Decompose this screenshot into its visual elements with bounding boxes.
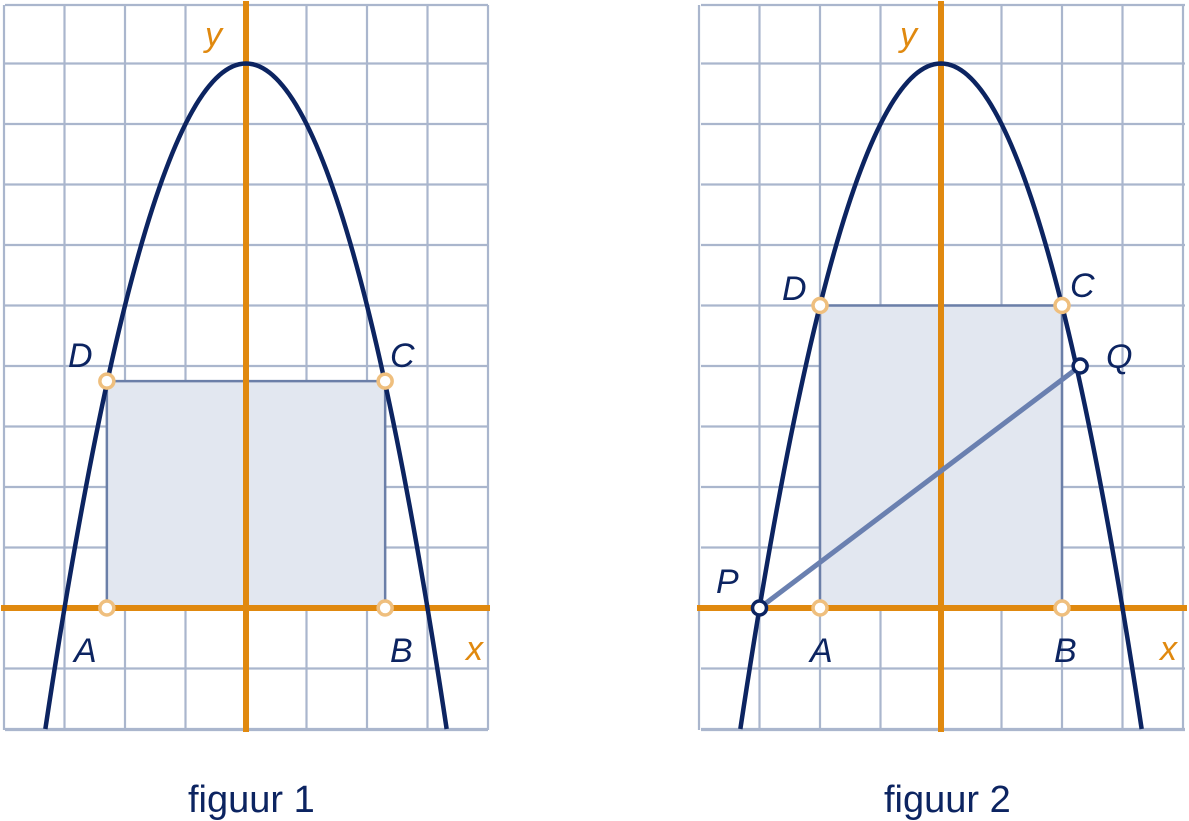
figure-2-label-C: C — [1070, 267, 1095, 305]
figure-1-point-A — [98, 599, 116, 617]
figure-2-point-P — [750, 599, 769, 617]
figure-1-y-axis-label: y — [203, 16, 224, 54]
figure-1-x-axis-label: x — [464, 630, 484, 668]
figure-2-point-D — [811, 296, 829, 315]
figure-2-segment-PQ — [757, 364, 1082, 610]
figure-1-label-B: B — [390, 632, 413, 670]
figure-2: A B C D P Q y x figuur 2 — [697, 1, 1187, 821]
figure-1-label-A: A — [72, 632, 97, 670]
figure-2-label-B: B — [1054, 632, 1077, 670]
figure-2-label-D: D — [782, 270, 807, 308]
figure-2-caption: figuur 2 — [884, 779, 1011, 821]
figure-2-point-B — [1053, 599, 1071, 617]
figure-1-point-D — [98, 372, 116, 390]
figure-2-y-axis-label: y — [898, 16, 919, 54]
figure-1-caption: figuur 1 — [188, 779, 315, 821]
figure-1-point-C — [376, 372, 394, 390]
figure-1-parabola — [43, 61, 449, 730]
figure-2-label-A: A — [808, 632, 833, 670]
figure-2-point-Q — [1071, 357, 1089, 375]
figure-2-label-Q: Q — [1106, 338, 1132, 376]
figure-1: A B C D y x figuur 1 — [1, 1, 490, 821]
figure-1-label-C: C — [390, 337, 415, 375]
figure-2-label-P: P — [716, 563, 739, 601]
figure-1-point-B — [376, 599, 394, 617]
figure-2-point-C — [1053, 296, 1071, 315]
figure-2-point-A — [811, 599, 829, 617]
figure-2-x-axis-label: x — [1158, 630, 1178, 668]
figure-1-label-D: D — [68, 337, 93, 375]
